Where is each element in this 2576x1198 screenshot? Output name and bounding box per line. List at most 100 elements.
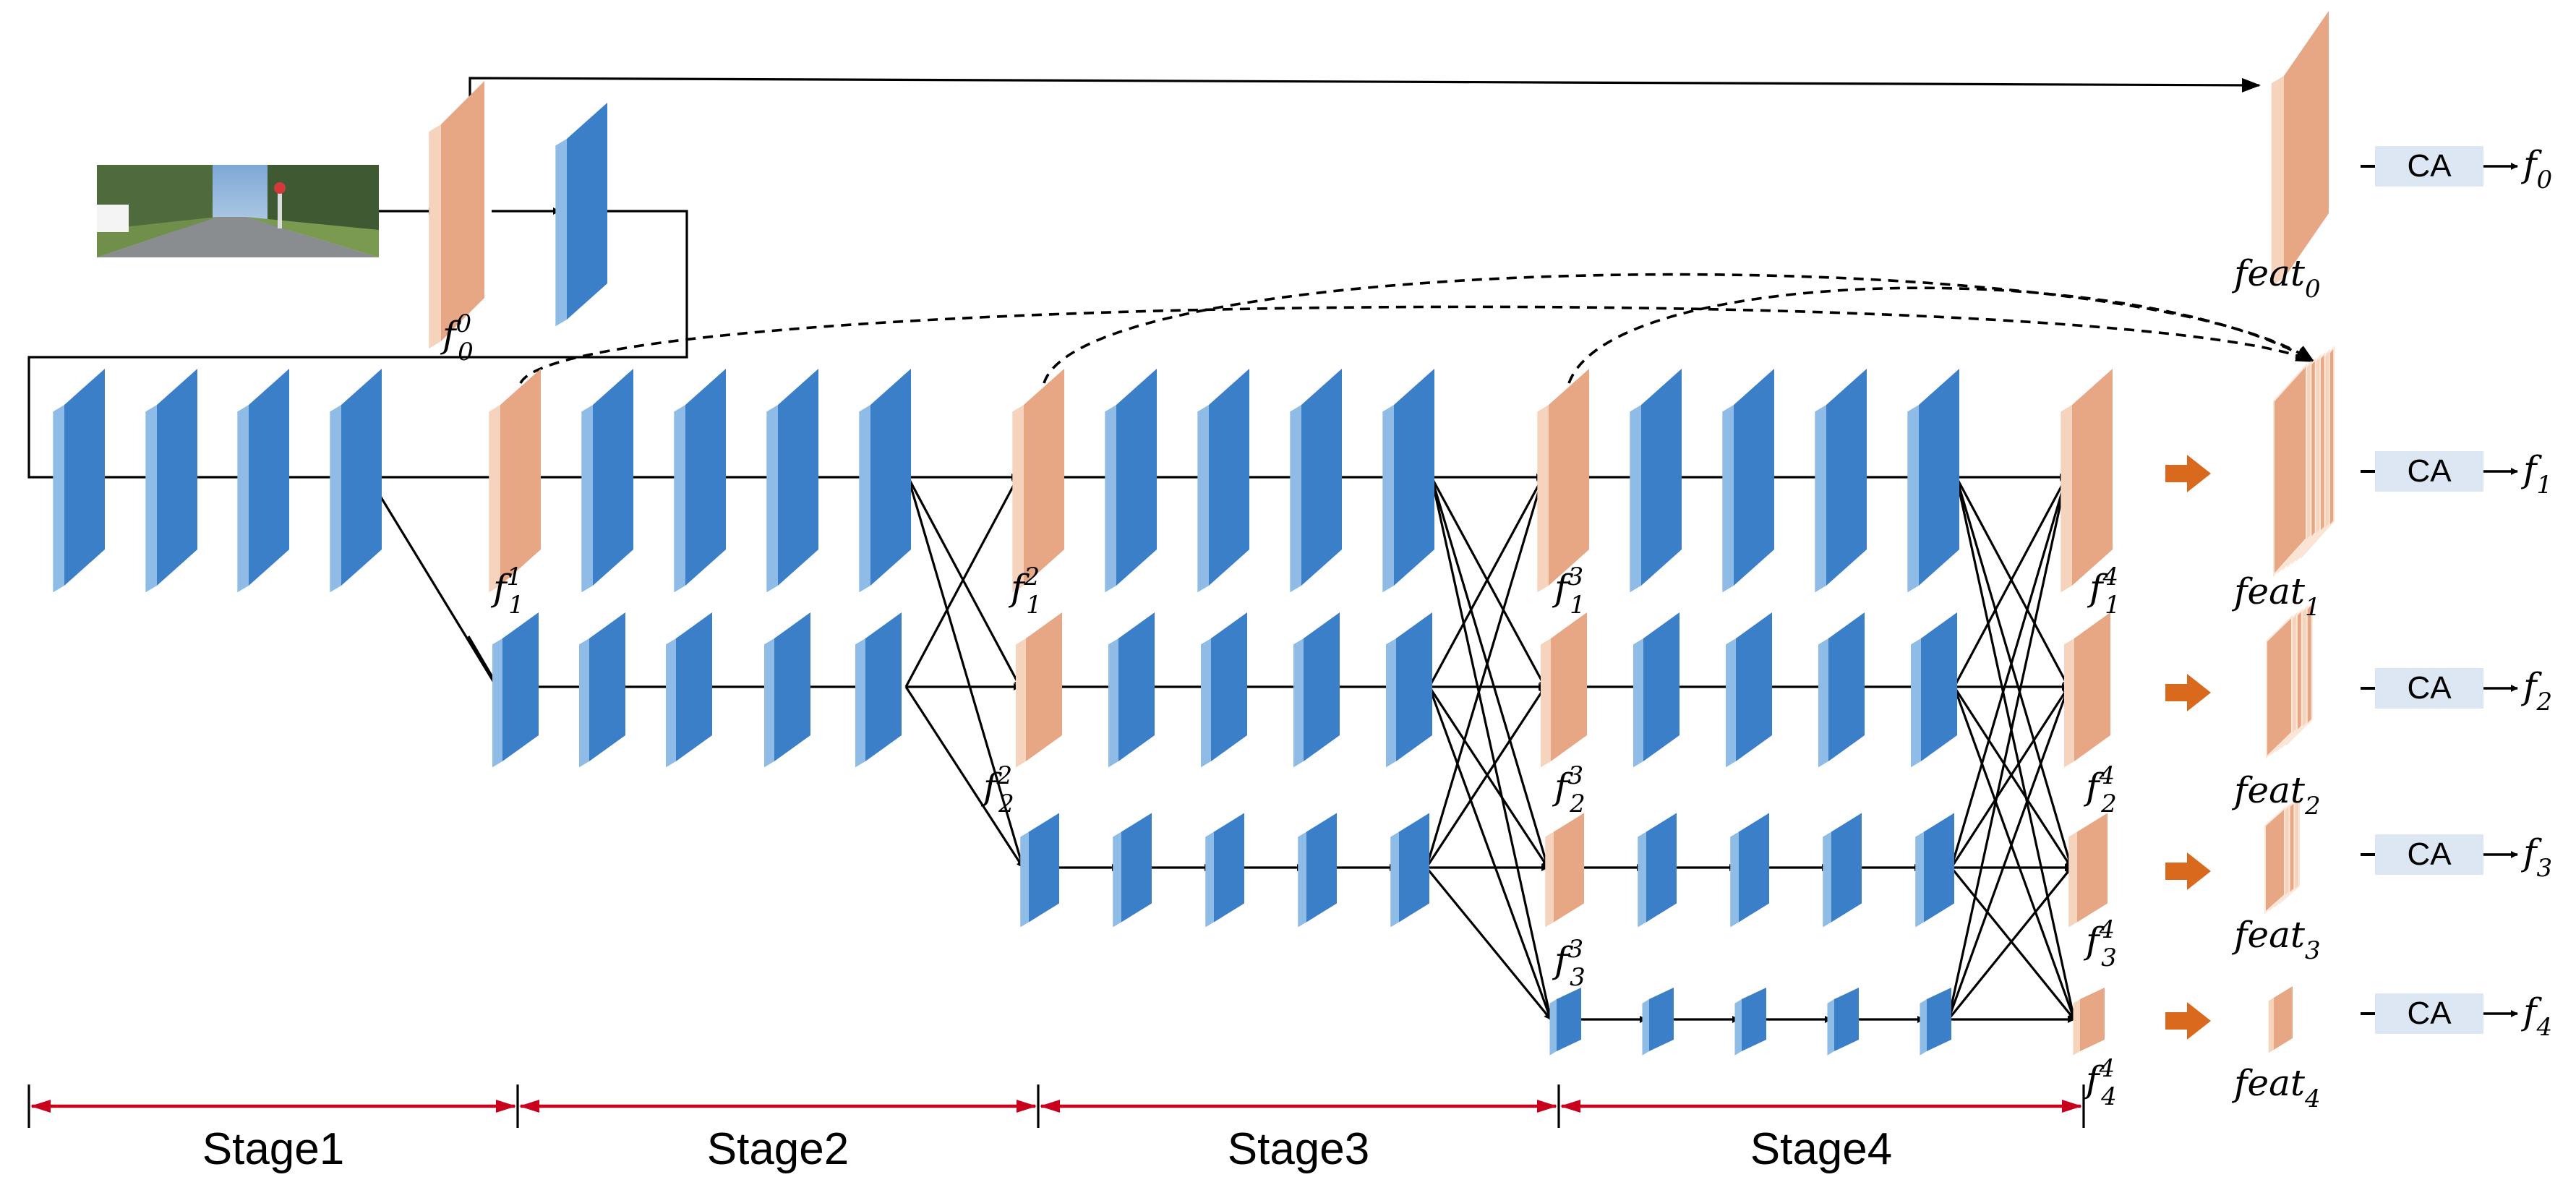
row4-block-4	[1827, 988, 1859, 1056]
fuse-r1-to-r2	[1430, 476, 1546, 688]
row2-block-11	[1541, 612, 1587, 768]
label-feat0: feat0	[2231, 252, 2321, 304]
row1-block-3	[237, 369, 289, 593]
fuse-r3-to-r2	[1950, 686, 2070, 868]
fuse-r3-to-r1	[1950, 476, 2068, 868]
feat3-stack	[2264, 797, 2301, 915]
row2-block-8	[1201, 612, 1247, 768]
row2-block-9	[1293, 612, 1340, 768]
feat2-stack	[2266, 602, 2313, 759]
fuse-r1-to-r3	[1430, 476, 1550, 868]
fuse-r2-to-r1	[1428, 476, 1544, 688]
feat1-stack	[2273, 346, 2335, 577]
row2-block-7	[1108, 612, 1155, 768]
row1-block-7	[674, 369, 726, 593]
row3-block-4	[1298, 813, 1337, 928]
output-f3: f3	[2520, 831, 2552, 883]
fuse-r3-to-r2	[1425, 686, 1546, 868]
fuse-r4-to-r1	[1947, 476, 2068, 1020]
ca-label: CA	[2407, 837, 2452, 872]
row4-block-3	[1734, 988, 1766, 1056]
row1-block-11	[1105, 369, 1157, 593]
ca-label: CA	[2407, 148, 2452, 184]
output-f2: f2	[2520, 665, 2552, 716]
row3-block-5	[1390, 813, 1429, 928]
fuse-r4-to-r3	[1947, 866, 2073, 1021]
row1-block-1	[53, 369, 105, 593]
fuse-r2-to-r3	[904, 686, 1024, 868]
row4-block-2	[1642, 988, 1674, 1056]
fuse-output-arrow-1	[2165, 455, 2211, 492]
row2-block-4	[764, 612, 810, 768]
ca-module-2: CA	[2361, 668, 2518, 709]
dashed-skip-3	[1567, 286, 2315, 384]
row3-block-10	[1915, 813, 1954, 928]
ca-label: CA	[2407, 996, 2452, 1031]
input-image	[97, 165, 379, 257]
ca-box	[2375, 146, 2483, 187]
row3-block-9	[1823, 813, 1862, 928]
fuse-r4-to-r2	[1947, 686, 2070, 1020]
channel-attention-section: CA CA CA CA CA	[2165, 146, 2518, 1040]
row1-block-6	[581, 369, 633, 593]
label-feat1: feat1	[2231, 570, 2321, 622]
row1-block-20	[2061, 369, 2113, 593]
row1-block-14	[1382, 369, 1434, 593]
fuse-r1-to-r3	[907, 476, 1025, 868]
fuse-output-arrow-3	[2165, 852, 2211, 890]
feat4-block	[2268, 986, 2293, 1053]
dashed-skip-2	[1043, 273, 2315, 384]
fuse-r3-to-r1	[1425, 476, 1545, 868]
row1-block-18	[1815, 369, 1867, 593]
stem-to-stage1-arrow	[27, 210, 688, 481]
row1-block-16	[1630, 369, 1682, 593]
fuse-r2-to-r4	[1428, 686, 1552, 1020]
row3-block-3	[1205, 813, 1244, 928]
stage1-downsample-line	[367, 476, 500, 691]
row2-block-5	[855, 612, 902, 768]
row4-block-1	[1549, 988, 1581, 1056]
fuse-r1-to-r2	[907, 476, 1022, 688]
dashed-skip-1	[519, 305, 2315, 384]
f00-block	[429, 81, 484, 349]
row1-block-15	[1537, 369, 1589, 593]
fuse-r3-to-r4	[1950, 866, 2076, 1021]
fuse-r2-to-r1	[1953, 476, 2068, 688]
row3-block-11	[2068, 813, 2108, 928]
row1-block-2	[145, 369, 197, 593]
row1-block-13	[1290, 369, 1342, 593]
feature-blocks	[53, 11, 2335, 1056]
fuse-output-arrow-2	[2165, 674, 2211, 711]
row2-block-15	[1911, 612, 1957, 768]
row3-block-8	[1730, 813, 1769, 928]
row2-block-1	[492, 612, 539, 768]
fuse-r2-to-r1	[904, 476, 1019, 688]
label-feat3: feat3	[2231, 914, 2321, 965]
output-f1: f1	[2520, 448, 2552, 500]
row2-block-2	[579, 612, 625, 768]
row1-block-10	[1012, 369, 1064, 593]
label-feat4: feat4	[2231, 1062, 2321, 1113]
ca-label: CA	[2407, 670, 2452, 706]
row2-block-16	[2064, 612, 2110, 768]
ca-label: CA	[2407, 453, 2452, 489]
ca-box	[2375, 451, 2483, 492]
f00-skip-arrow	[468, 77, 2261, 108]
row4-block-5	[1920, 988, 1951, 1056]
ca-box	[2375, 993, 2483, 1034]
row3-block-7	[1638, 813, 1677, 928]
row1-block-17	[1722, 369, 1774, 593]
dashed-skip-connections	[519, 273, 2315, 384]
